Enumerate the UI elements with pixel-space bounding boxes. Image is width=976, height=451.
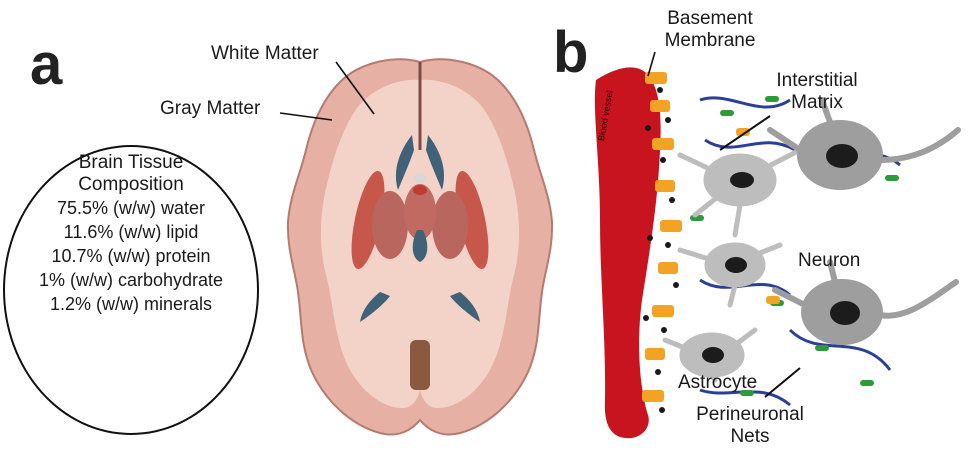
pineal [414, 173, 426, 183]
brain-section-illustration [288, 59, 552, 434]
caudate-right [432, 191, 468, 259]
neuron-upper-nucleus [826, 144, 858, 168]
composition-row-carbohydrate: 1% (w/w) carbohydrate [3, 268, 259, 292]
composition-row-water: 75.5% (w/w) water [3, 196, 259, 220]
composition-row-minerals: 1.2% (w/w) minerals [3, 292, 259, 316]
astrocyte-upper-nucleus [730, 172, 754, 188]
white-matter-label: White Matter [211, 43, 319, 65]
neuron-label: Neuron [798, 250, 860, 272]
perineuronal-label-line2: Nets [680, 426, 820, 448]
structure-red [413, 185, 427, 195]
gray-matter-label: Gray Matter [160, 98, 260, 120]
interstitial-label-line1: Interstitial [762, 70, 872, 92]
perineuronal-label-line1: Perineuronal [680, 404, 820, 426]
basement-label-line1: Basement [660, 8, 760, 30]
composition-row-protein: 10.7% (w/w) protein [3, 244, 259, 268]
neuron-lower [775, 262, 956, 342]
astrocyte-lower-nucleus [702, 347, 724, 363]
astrocyte-middle-nucleus [725, 257, 747, 273]
interstitial-label-line2: Matrix [762, 92, 872, 114]
perineuronal-pointer [765, 368, 800, 397]
astrocyte-middle [680, 245, 780, 305]
caudate-left [372, 191, 408, 259]
perineuronal-nets-label: Perineuronal Nets [680, 404, 820, 448]
composition-title-line2: Composition [3, 174, 259, 196]
interstitial-matrix-label: Interstitial Matrix [762, 70, 872, 114]
composition-text: Brain Tissue Composition 75.5% (w/w) wat… [3, 152, 259, 316]
neuron-lower-nucleus [830, 301, 860, 325]
composition-row-lipid: 11.6% (w/w) lipid [3, 220, 259, 244]
astrocyte-label: Astrocyte [678, 372, 757, 394]
basement-label-line2: Membrane [660, 30, 760, 52]
astrocyte-upper [680, 150, 800, 235]
composition-title-line1: Brain Tissue [3, 152, 259, 174]
brainstem [410, 340, 430, 390]
basement-membrane-label: Basement Membrane [660, 8, 760, 52]
